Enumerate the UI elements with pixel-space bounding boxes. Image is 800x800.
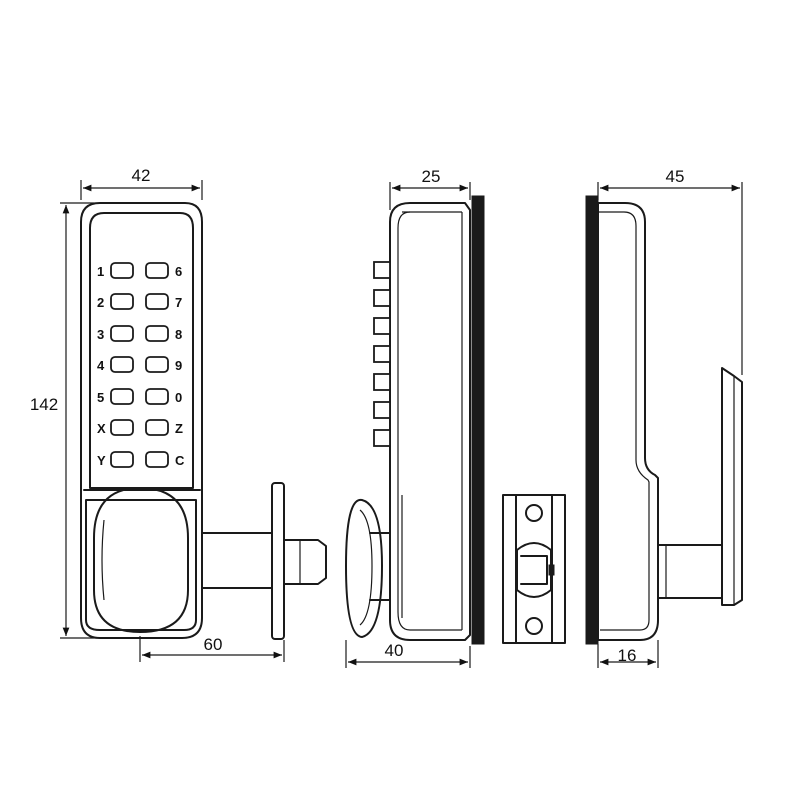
dim-side-bottom: 40 xyxy=(345,640,471,668)
back-lever xyxy=(657,367,743,606)
key-button xyxy=(110,356,134,373)
dim-label: 42 xyxy=(132,166,151,185)
key-label: 7 xyxy=(175,295,182,310)
side-view: 25 40 xyxy=(345,167,485,668)
key-label: 6 xyxy=(175,264,182,279)
dim-label: 60 xyxy=(204,635,223,654)
back-body-outline xyxy=(597,202,659,641)
front-lower-frame xyxy=(85,499,197,631)
key-button xyxy=(145,293,169,310)
dim-front-width: 42 xyxy=(80,166,203,200)
side-key xyxy=(373,261,391,279)
key-button xyxy=(110,388,134,405)
key-label: 8 xyxy=(175,327,182,342)
key-label: 3 xyxy=(97,327,104,342)
back-view: 45 16 xyxy=(585,167,743,668)
key-label: 5 xyxy=(97,390,104,405)
dim-back-bottom: 16 xyxy=(597,640,659,668)
key-label: X xyxy=(97,421,106,436)
side-key xyxy=(373,345,391,363)
key-button xyxy=(110,262,134,279)
key-button xyxy=(145,325,169,342)
front-knob xyxy=(93,487,189,633)
dim-label: 45 xyxy=(666,167,685,186)
side-knob xyxy=(345,498,391,638)
dim-back-top: 45 xyxy=(597,167,743,375)
dim-label: 40 xyxy=(385,641,404,660)
key-label: C xyxy=(175,453,185,468)
key-button xyxy=(110,419,134,436)
strike-plate xyxy=(502,494,566,644)
key-label: Y xyxy=(97,453,106,468)
front-latch xyxy=(201,482,327,640)
keypad-labels: 1 2 3 4 5 X Y 6 7 8 9 0 Z C xyxy=(97,264,185,468)
key-button xyxy=(145,262,169,279)
front-view: 1 2 3 4 5 X Y 6 7 8 9 0 Z C 42 142 xyxy=(30,166,327,662)
key-button xyxy=(145,419,169,436)
key-button xyxy=(145,356,169,373)
side-key xyxy=(373,373,391,391)
side-key xyxy=(373,317,391,335)
side-key xyxy=(373,289,391,307)
keypad-keys xyxy=(110,262,169,468)
dim-side-top: 25 xyxy=(389,167,471,210)
dim-label: 142 xyxy=(30,395,58,414)
side-mount-plate xyxy=(471,195,485,645)
key-label: 9 xyxy=(175,358,182,373)
keypad-panel xyxy=(89,212,194,489)
dim-label: 16 xyxy=(618,646,637,665)
key-label: 4 xyxy=(97,358,105,373)
key-button xyxy=(110,451,134,468)
side-key xyxy=(373,429,391,447)
side-keys xyxy=(373,261,391,447)
key-button xyxy=(145,388,169,405)
key-label: 2 xyxy=(97,295,104,310)
key-label: Z xyxy=(175,421,183,436)
dim-front-spindle: 60 xyxy=(139,635,285,662)
key-label: 0 xyxy=(175,390,182,405)
key-label: 1 xyxy=(97,264,104,279)
dim-label: 25 xyxy=(422,167,441,186)
side-key xyxy=(373,401,391,419)
dim-front-height: 142 xyxy=(30,202,100,639)
key-button xyxy=(110,293,134,310)
key-button xyxy=(110,325,134,342)
back-mount-plate xyxy=(585,195,599,645)
front-body-outline xyxy=(80,202,203,639)
side-body-outline xyxy=(389,202,471,641)
key-button xyxy=(145,451,169,468)
